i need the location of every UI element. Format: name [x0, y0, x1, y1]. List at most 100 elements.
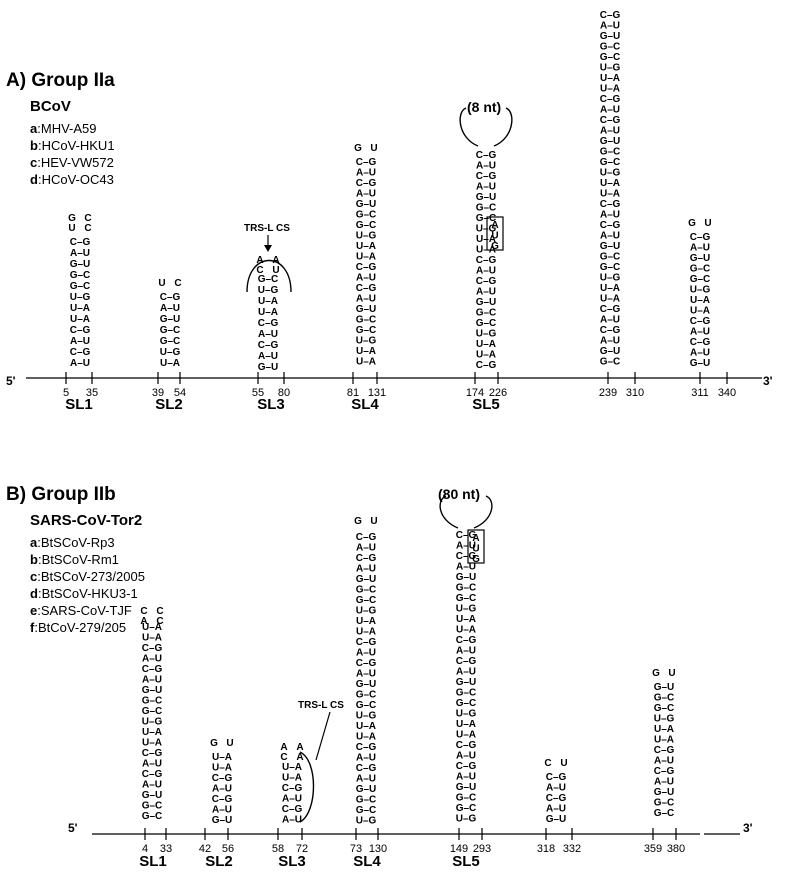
base-pair: C–G — [70, 347, 91, 358]
loop-nucleotide: U — [370, 143, 377, 154]
panel-a-5prime: 5' — [6, 374, 16, 388]
loop-nucleotide: U — [560, 758, 567, 769]
base-pair: C–G — [356, 637, 377, 648]
base-pair: A–U — [476, 266, 496, 277]
base-pair: C–G — [282, 804, 303, 815]
base-pair: C–G — [456, 635, 477, 646]
base-pair: U–A — [476, 339, 496, 350]
loop-nucleotide: A — [272, 255, 279, 266]
panel-b-trs-label: TRS-L CS — [298, 700, 344, 711]
base-pair: G–U — [456, 572, 477, 583]
panel-a-position-label: 131 — [368, 387, 386, 399]
base-pair: C–G — [690, 337, 711, 348]
panel-b-position-label: 380 — [667, 843, 685, 855]
panel-a-position-label: 5 — [63, 387, 69, 399]
base-pair: A–U — [456, 772, 476, 783]
base-pair: C–G — [258, 318, 279, 329]
base-pair: A–U — [282, 794, 302, 805]
panel-a-loop-label: (8 nt) — [467, 99, 501, 115]
base-pair: U–G — [476, 329, 497, 340]
panel-b-variant-c: c:BtSCoV-273/2005 — [30, 569, 145, 584]
base-pair: G–C — [356, 220, 377, 231]
base-pair: U–G — [476, 224, 497, 235]
panel-a-position-label: 239 — [599, 387, 617, 399]
base-pair: C–G — [356, 157, 377, 168]
panel-b-position-label: 72 — [296, 843, 308, 855]
base-pair: G–U — [690, 253, 711, 264]
panel-a-sl3-stem: G–CU–GU–AU–AC–GA–UC–GA–UG–U — [258, 274, 279, 373]
base-pair: U–A — [456, 625, 476, 636]
base-pair: G–C — [690, 264, 711, 275]
base-pair: C–G — [142, 643, 163, 654]
base-pair: U–A — [142, 633, 162, 644]
base-pair: G–U — [356, 784, 377, 795]
base-pair: G–U — [654, 682, 675, 693]
panel-a-variant-d: d:HCoV-OC43 — [30, 172, 114, 187]
base-pair: A–U — [600, 105, 620, 116]
base-pair: C–G — [546, 793, 567, 804]
panel-b-trs-arrow — [315, 711, 331, 761]
panel-a-stem-loop-label: SL2 — [155, 396, 183, 413]
loop-nucleotide: A — [296, 752, 303, 763]
base-pair: G–U — [476, 297, 497, 308]
base-pair: G–C — [356, 795, 377, 806]
base-pair: A–U — [654, 756, 674, 767]
panel-a-variant-list: a:MHV-A59 b:HCoV-HKU1 c:HEV-VW572 d:HCoV… — [30, 120, 115, 188]
base-pair: G–C — [476, 308, 497, 319]
base-pair: G–C — [690, 274, 711, 285]
base-pair: U–A — [476, 350, 496, 361]
base-pair: C–G — [546, 772, 567, 783]
base-pair: U–A — [356, 616, 376, 627]
base-pair: U–A — [356, 721, 376, 732]
panel-b-sl3-stem: U–AU–AC–GA–UC–GA–U — [282, 762, 303, 826]
panel-b-position-label: 149 — [450, 843, 468, 855]
base-pair: U–A — [456, 730, 476, 741]
base-pair: A–U — [142, 780, 162, 791]
panel-b-variant-d: d:BtSCoV-HKU3-1 — [30, 586, 138, 601]
panel-b-sl5-stem: C–GA–UC–GA–UG–UG–CG–CU–GU–AU–AC–GA–UC–GA… — [456, 530, 477, 825]
base-pair: G–C — [142, 696, 163, 707]
base-pair: C–G — [356, 532, 377, 543]
base-pair: G–U — [690, 358, 711, 369]
loop-nucleotide: U — [704, 218, 711, 229]
base-pair: G–C — [142, 706, 163, 717]
loop-nucleotide: U — [158, 278, 165, 289]
base-pair: C–G — [600, 199, 621, 210]
panel-b-variant-f: f:BtCoV-279/205 — [30, 620, 127, 635]
loop-nucleotide: C — [156, 606, 163, 617]
base-pair: U–G — [600, 168, 621, 179]
base-pair: C–G — [476, 276, 497, 287]
panel-a-sl2-stem: C–GA–UG–UG–CG–CU–GU–A — [160, 292, 181, 369]
base-pair: C–G — [456, 761, 477, 772]
loop-nucleotide: C — [174, 278, 181, 289]
base-pair: C–G — [690, 316, 711, 327]
arrow-head-icon — [264, 245, 272, 252]
panel-b-position-label: 33 — [160, 843, 172, 855]
base-pair: G–C — [356, 595, 377, 606]
base-pair: G–U — [600, 31, 621, 42]
base-pair: U–G — [600, 63, 621, 74]
base-pair: G–U — [212, 815, 233, 826]
base-pair: U–A — [690, 295, 710, 306]
panel-a-title: A) Group IIa — [6, 70, 115, 91]
panel-a-sl1-stem: C–GA–UG–UG–CG–CU–GU–AU–AC–GA–UC–GA–U — [70, 237, 91, 369]
panel-b-position-label: 4 — [142, 843, 148, 855]
base-pair: G–U — [356, 574, 377, 585]
loop-nucleotide: C — [280, 752, 287, 763]
base-pair: G–C — [356, 805, 377, 816]
base-pair: U–A — [600, 189, 620, 200]
panel-b-stem-loop-label: SL4 — [353, 853, 381, 870]
loop-nucleotide: A — [296, 742, 303, 753]
base-pair: G–C — [654, 693, 675, 704]
base-pair: C–G — [356, 283, 377, 294]
panel-b-variant-a: a:BtSCoV-Rp3 — [30, 535, 115, 550]
base-pair: U–A — [212, 763, 232, 774]
base-pair: U–A — [600, 73, 620, 84]
panel-a-position-label: 80 — [278, 387, 290, 399]
base-pair: A–U — [356, 669, 376, 680]
base-pair: C–G — [160, 292, 181, 303]
base-pair: A–U — [356, 294, 376, 305]
base-pair: G–C — [356, 325, 377, 336]
